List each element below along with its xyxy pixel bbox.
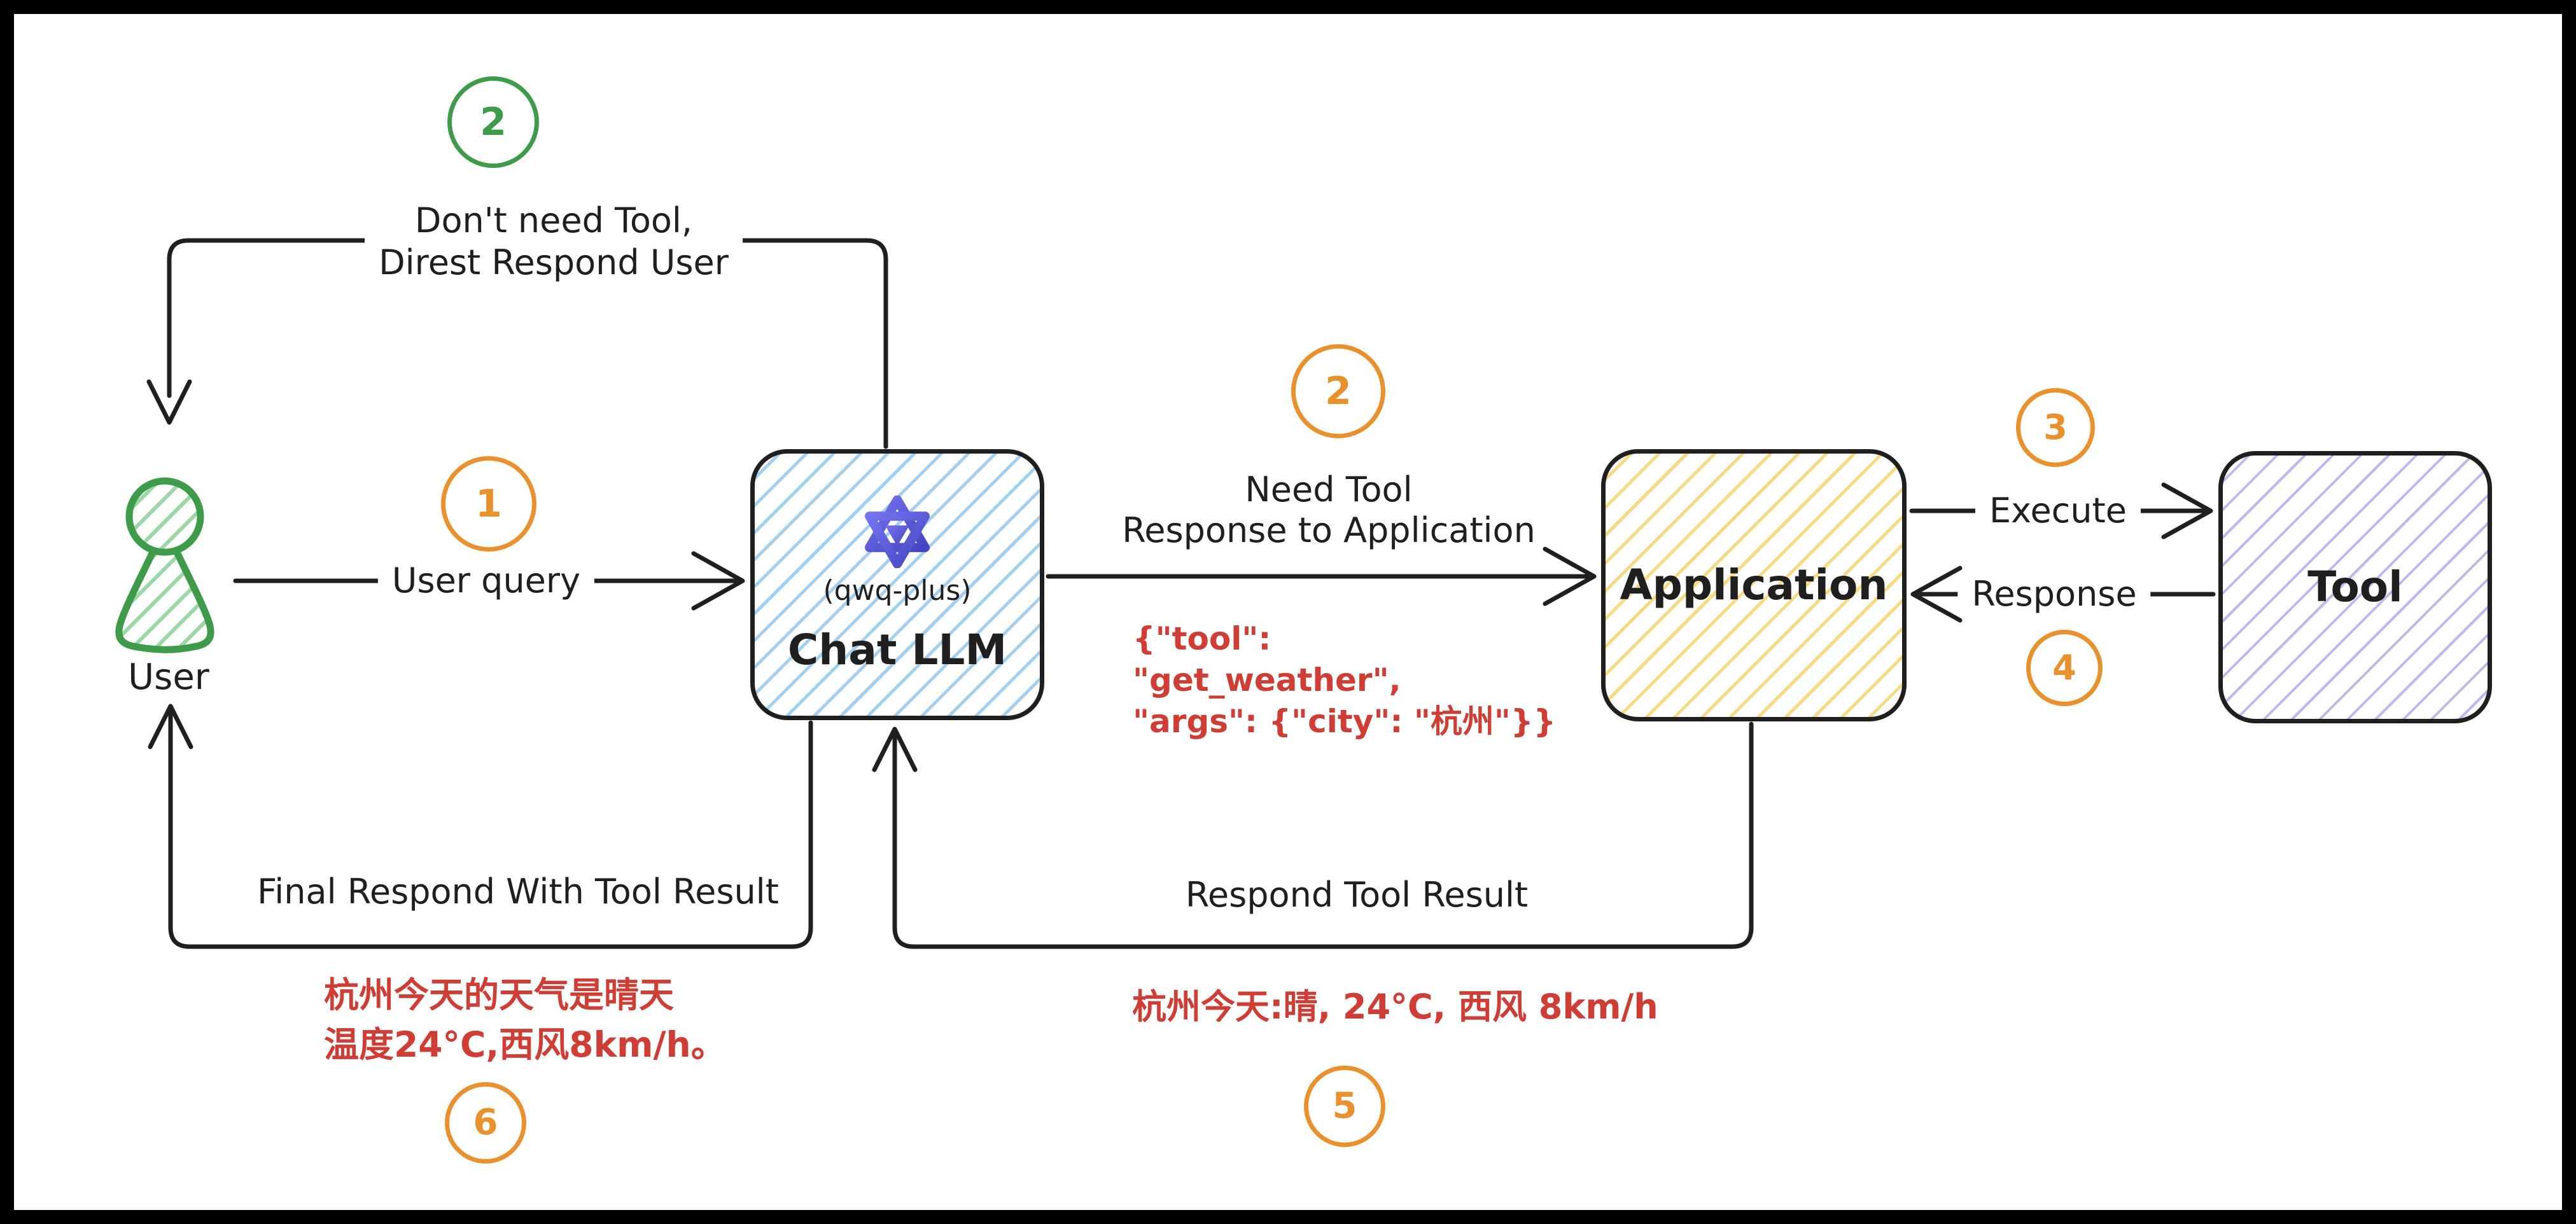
- step-number: 5: [1332, 1085, 1357, 1127]
- need-tool-line1: Need Tool: [1245, 469, 1413, 510]
- step-badge-respond-tool-result: 5: [1304, 1066, 1385, 1147]
- arrowhead-up-icon: [872, 727, 918, 772]
- node-tool: Tool: [2218, 451, 2492, 723]
- arrowhead-right-icon: [2161, 482, 2213, 539]
- step-badge-direct-respond: 2: [447, 76, 539, 168]
- step-number: 6: [473, 1102, 498, 1143]
- step-badge-execute: 3: [2016, 388, 2095, 467]
- need-tool-line2: Response to Application: [1122, 510, 1536, 550]
- arrowhead-left-icon: [1910, 566, 1963, 623]
- step-number: 3: [2043, 407, 2068, 447]
- step-number: 4: [2052, 648, 2076, 688]
- step-number: 2: [480, 100, 507, 144]
- execute-label: Execute: [1975, 489, 2141, 533]
- tool-result-text: 杭州今天:晴, 24°C, 西风 8km/h: [1132, 987, 1658, 1027]
- arrowhead-down-icon: [146, 379, 192, 425]
- tool-call-json: {"tool": "get_weather", "args": {"city":…: [1133, 618, 1556, 742]
- chat-llm-title: Chat LLM: [787, 625, 1007, 674]
- response-label: Response: [1957, 572, 2151, 616]
- direct-respond-label: Don't need Tool, Direst Respond User: [365, 198, 743, 285]
- final-answer-text: 杭州今天的天气是晴天 温度24°C,西风8km/h。: [324, 970, 726, 1069]
- chat-llm-model-label: (qwq-plus): [823, 574, 972, 607]
- direct-respond-line1: Don't need Tool,: [414, 200, 693, 240]
- user-query-label: User query: [377, 559, 595, 603]
- final-respond-label: Final Respond With Tool Result: [257, 872, 779, 912]
- tool-call-json-line2: "get_weather",: [1133, 662, 1401, 699]
- direct-respond-line2: Direst Respond User: [379, 242, 729, 282]
- tool-call-json-line3: "args": {"city": "杭州"}}: [1133, 703, 1557, 740]
- final-answer-line2: 温度24°C,西风8km/h。: [324, 1024, 726, 1065]
- node-application: Application: [1601, 449, 1907, 721]
- tool-title: Tool: [2307, 562, 2403, 612]
- step-badge-response: 4: [2026, 630, 2103, 706]
- user-label: User: [128, 657, 209, 698]
- arrowhead-up-icon: [148, 704, 193, 749]
- respond-tool-result-label: Respond Tool Result: [1185, 875, 1529, 915]
- need-tool-arrow: [1046, 546, 1597, 606]
- step-number: 1: [475, 482, 502, 526]
- final-answer-line1: 杭州今天的天气是晴天: [324, 975, 675, 1015]
- step-number: 2: [1325, 369, 1352, 414]
- step-badge-need-tool: 2: [1291, 344, 1385, 438]
- step-badge-final-respond: 6: [445, 1082, 526, 1164]
- application-title: Application: [1620, 560, 1888, 610]
- step-badge-user-query: 1: [441, 456, 536, 552]
- need-tool-label: Need Tool Response to Application: [1122, 469, 1536, 551]
- node-chat-llm: (qwq-plus) Chat LLM: [750, 449, 1044, 720]
- arrowhead-right-icon: [1543, 546, 1597, 606]
- tool-call-json-line1: {"tool":: [1133, 620, 1271, 657]
- user-figure-icon: [115, 477, 214, 653]
- arrowhead-right-icon: [691, 551, 745, 611]
- qwen-logo-icon: [865, 495, 930, 568]
